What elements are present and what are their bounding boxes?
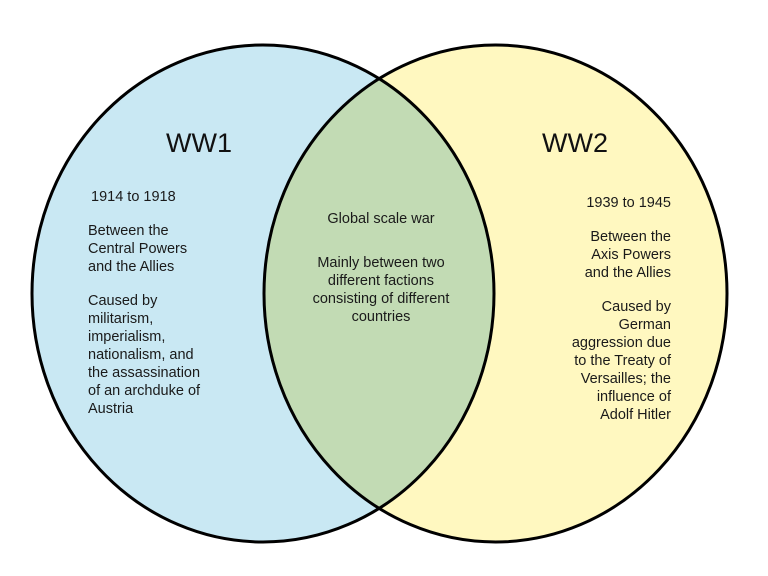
ww1-dates: 1914 to 1918 [91, 189, 176, 205]
shared-scale: Global scale war [327, 211, 435, 227]
ww2-causes: Caused by German aggression due to the T… [571, 299, 671, 423]
ww1-belligerents: Between the Central Powers and the Allie… [88, 223, 188, 275]
ww1-title: WW1 [166, 128, 232, 158]
ww1-causes: Caused by militarism, imperialism, natio… [88, 293, 201, 417]
ww2-belligerents: Between the Axis Powers and the Allies [584, 229, 671, 281]
shared-facts: Global scale war Mainly between two diff… [296, 210, 466, 352]
ww1-facts: 1914 to 1918 Between the Central Powers … [88, 188, 228, 434]
ww2-title: WW2 [542, 128, 608, 158]
ww2-facts: 1939 to 1945 Between the Axis Powers and… [560, 194, 671, 440]
shared-factions: Mainly between two different factions co… [312, 255, 450, 325]
ww1-circle-outline [30, 43, 496, 544]
ww2-dates: 1939 to 1945 [586, 195, 671, 211]
ww2-circle-outline [262, 43, 729, 544]
overlap-region [264, 45, 494, 542]
